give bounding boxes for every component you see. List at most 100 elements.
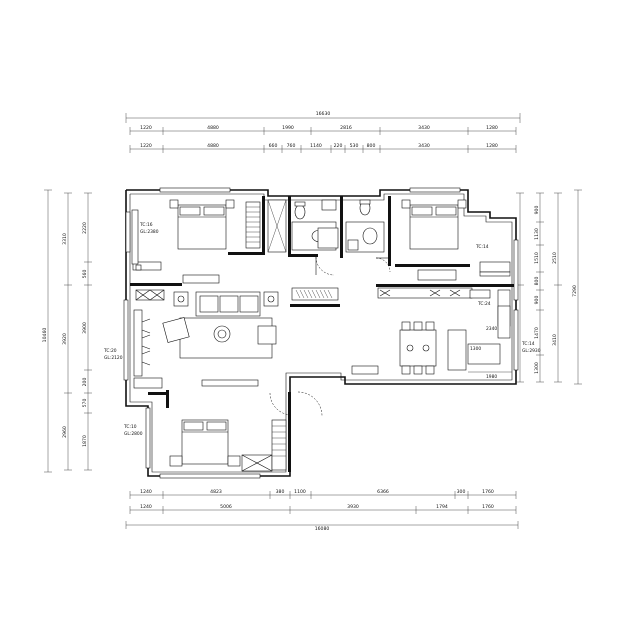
master-bedroom-area: GL:2380 bbox=[140, 229, 159, 235]
kitchen-island bbox=[447, 329, 467, 371]
top-dim-2: 4880 bbox=[207, 125, 219, 131]
top-sub-dim-7: 530 bbox=[350, 143, 359, 149]
coffee-table bbox=[213, 325, 231, 343]
left-inner-dim-4: 200 bbox=[82, 378, 88, 387]
bedroom-3: TC:10 GL:2800 bbox=[123, 391, 323, 472]
bedroom-3-area: GL:2800 bbox=[124, 431, 143, 437]
bottom-sub-dim-2: 5006 bbox=[220, 504, 232, 510]
side-table-2 bbox=[263, 291, 279, 307]
bottom-dim-3: 380 bbox=[276, 489, 285, 495]
bottom-dim-6: 300 bbox=[457, 489, 466, 495]
top-overall-dimension: 16630 bbox=[316, 111, 331, 117]
top-sub-dim-5: 1140 bbox=[310, 143, 322, 149]
master-bedroom-label: TC:16 bbox=[139, 222, 153, 228]
right-dimension-chains: 7290 2510 3410 900 1130 1510 800 900 147… bbox=[516, 189, 582, 385]
living-room: TC:20 GL:2120 bbox=[103, 289, 379, 389]
bookshelf bbox=[133, 309, 143, 377]
kitchen-dim-3: 1980 bbox=[486, 374, 497, 380]
armchair-2 bbox=[257, 325, 277, 345]
nightstand-icon bbox=[169, 199, 179, 209]
left-dimension-chains: 10460 3310 3920 2960 2220 560 3900 200 5… bbox=[42, 189, 92, 473]
top-sub-dim-2: 4880 bbox=[207, 143, 219, 149]
bottom-dim-1: 1240 bbox=[140, 489, 152, 495]
side-table bbox=[173, 291, 189, 307]
left-inner-dim-6: 1870 bbox=[82, 435, 88, 447]
bedroom-2b-label: TC:14 bbox=[521, 341, 535, 347]
left-inner-dim-1: 2220 bbox=[82, 222, 88, 234]
bottom-sub-dim-3: 3930 bbox=[347, 504, 359, 510]
left-inner-dim-2: 560 bbox=[82, 270, 88, 279]
dining-label: TC:24 bbox=[477, 301, 491, 307]
sink-icon-2 bbox=[362, 227, 378, 245]
right-inner-dim-5: 900 bbox=[534, 296, 540, 305]
top-sub-dim-1: 1220 bbox=[140, 143, 152, 149]
dining-table bbox=[399, 329, 437, 367]
bedroom-2-wardrobe bbox=[479, 261, 511, 273]
right-inner-dim-4: 800 bbox=[534, 277, 540, 286]
bedroom-3-label: TC:10 bbox=[123, 424, 137, 430]
toilet-icon bbox=[294, 204, 306, 220]
right-inner-dim-7: 1300 bbox=[534, 362, 540, 374]
washer bbox=[321, 199, 337, 211]
nightstand-icon bbox=[225, 199, 235, 209]
right-mid-dim-2: 3410 bbox=[552, 334, 558, 346]
wardrobe bbox=[245, 201, 261, 249]
kitchen-dim-2: 1300 bbox=[470, 346, 481, 352]
top-sub-dim-9: 3430 bbox=[418, 143, 430, 149]
top-dim-6: 1280 bbox=[486, 125, 498, 131]
armchair bbox=[162, 317, 190, 343]
master-bedroom: TC:16 GL:2380 bbox=[131, 199, 261, 284]
right-inner-dim-1: 900 bbox=[534, 206, 540, 215]
living-room-label: TC:20 bbox=[103, 348, 117, 354]
bottom-sub-dim-5: 1760 bbox=[482, 504, 494, 510]
left-outer-dim-3: 2960 bbox=[62, 426, 68, 438]
right-inner-dim-3: 1510 bbox=[534, 252, 540, 264]
corridor-storage bbox=[291, 256, 391, 301]
right-inner-dim-2: 1130 bbox=[534, 228, 540, 240]
top-sub-dim-6: 220 bbox=[334, 143, 343, 149]
left-inner-dim-5: 570 bbox=[82, 399, 88, 408]
bottom-dimension-chains: 1240 4823 380 1100 6366 300 1760 1240 50… bbox=[125, 489, 519, 532]
bathrooms bbox=[267, 199, 385, 253]
bedroom-2: TC:14 bbox=[401, 199, 511, 281]
tv-cabinet bbox=[182, 274, 220, 284]
left-inner-dim-3: 3900 bbox=[82, 322, 88, 334]
bedroom-2-label: TC:14 bbox=[475, 244, 489, 250]
bottom-sub-dim-1: 1240 bbox=[140, 504, 152, 510]
kitchen-dining: TC:24 2340 1300 1980 TC:14 GL:2930 bbox=[377, 287, 541, 380]
top-dim-1: 1220 bbox=[140, 125, 152, 131]
bedroom-2-desk bbox=[417, 269, 457, 281]
stove-icon bbox=[469, 289, 491, 299]
kitchen-counter bbox=[377, 287, 473, 299]
interior-walls bbox=[130, 196, 514, 472]
top-sub-dim-8: 800 bbox=[367, 143, 376, 149]
bottom-dim-7: 1760 bbox=[482, 489, 494, 495]
top-dim-3: 1990 bbox=[282, 125, 294, 131]
bottom-dim-4: 1100 bbox=[294, 489, 306, 495]
shoe-cabinet bbox=[291, 287, 339, 301]
living-room-area: GL:2120 bbox=[104, 355, 123, 361]
tv-stand bbox=[201, 379, 259, 387]
exterior-walls bbox=[125, 189, 517, 477]
kitchen-dim-1: 2340 bbox=[486, 326, 497, 332]
right-mid-dim-1: 2510 bbox=[552, 252, 558, 264]
bottom-overall-dimension: 16080 bbox=[315, 526, 330, 532]
left-outer-dim-1: 3310 bbox=[62, 233, 68, 245]
bottom-dim-5: 6366 bbox=[377, 489, 389, 495]
right-overall-dimension: 7290 bbox=[572, 285, 578, 297]
top-sub-dim-3: 660 bbox=[269, 143, 278, 149]
top-dimension-chains: 16630 1220 4880 1990 2816 3430 1280 1220… bbox=[125, 111, 521, 153]
left-overall-dimension: 10460 bbox=[42, 328, 48, 343]
bedroom-2b-area: GL:2930 bbox=[522, 348, 541, 354]
right-inner-dim-6: 1470 bbox=[534, 327, 540, 339]
top-dim-4: 2816 bbox=[340, 125, 352, 131]
top-sub-dim-4: 760 bbox=[287, 143, 296, 149]
bottom-sub-dim-4: 1794 bbox=[436, 504, 448, 510]
desk bbox=[132, 261, 162, 271]
top-dim-5: 3430 bbox=[418, 125, 430, 131]
bottom-dim-2: 4823 bbox=[210, 489, 222, 495]
left-outer-dim-2: 3920 bbox=[62, 333, 68, 345]
windows bbox=[123, 187, 519, 479]
top-sub-dim-10: 1280 bbox=[486, 143, 498, 149]
